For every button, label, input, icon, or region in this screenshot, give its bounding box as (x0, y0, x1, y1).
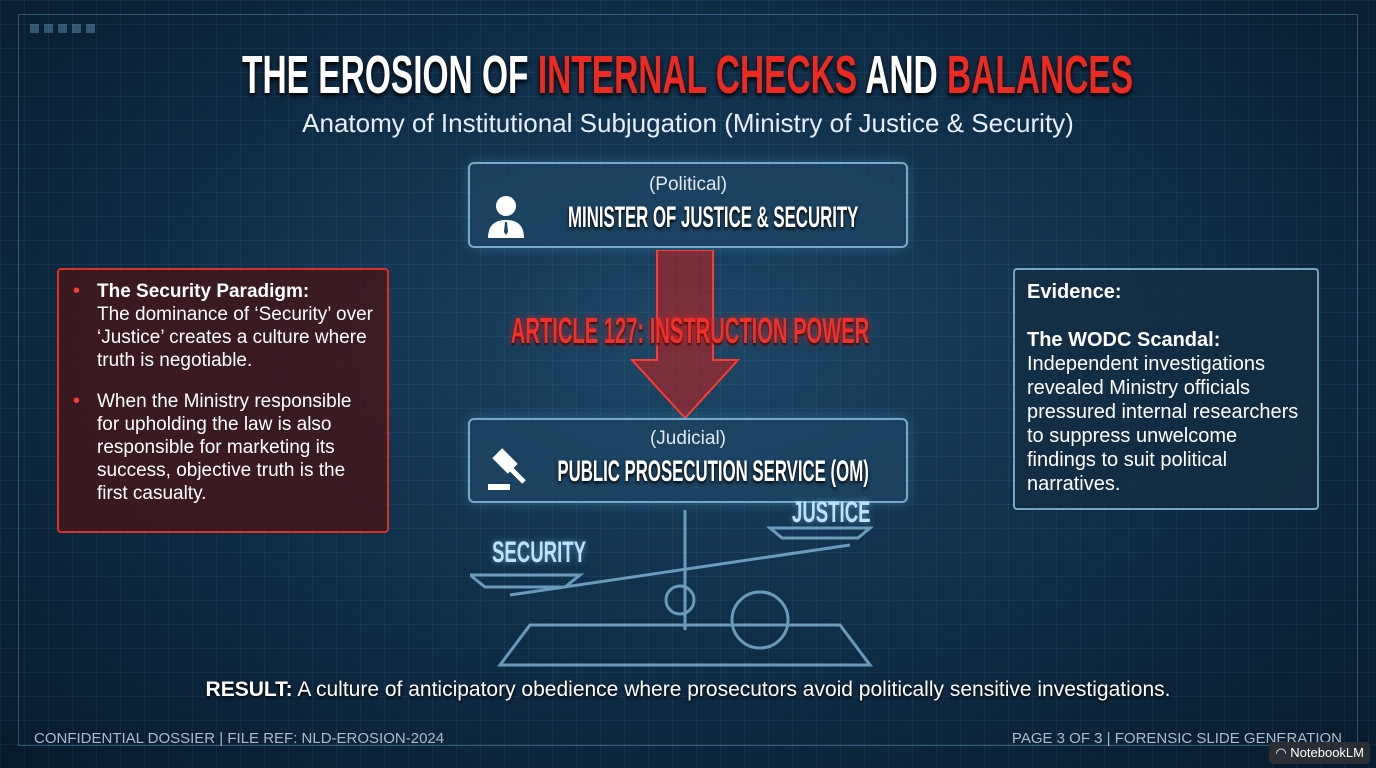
node-subtitle: (Judicial) (649, 428, 727, 449)
title-highlight: BALANCES (947, 45, 1134, 105)
result-label: RESULT: (205, 678, 293, 701)
title-highlight: INTERNAL CHECKS (538, 45, 858, 105)
evidence-heading: The WODC Scandal: (1027, 329, 1221, 351)
bullet-heading: The Security Paradigm: (97, 281, 310, 302)
node-subtitle: (Political) (648, 174, 728, 195)
security-label: SECURITY (492, 536, 587, 569)
down-arrow-icon (630, 250, 740, 420)
title-part: THE EROSION OF (242, 45, 539, 105)
slide-title: THE EROSION OF INTERNAL CHECKS AND BALAN… (0, 44, 1376, 106)
footer-right: PAGE 3 OF 3 | FORENSIC SLIDE GENERATION (1011, 730, 1342, 747)
bullet-item: The Security Paradigm:The dominance of ‘… (73, 280, 373, 372)
evidence-panel: Evidence: The WODC Scandal: Independent … (1013, 268, 1319, 510)
bullet-item: When the Ministry responsible for uphold… (73, 390, 373, 505)
result-statement: RESULT: A culture of anticipatory obedie… (0, 678, 1376, 702)
title-part: AND (857, 45, 948, 105)
decorative-squares (30, 24, 95, 33)
badge-label: NotebookLM (1290, 745, 1364, 760)
evidence-text: Independent investigations revealed Mini… (1027, 353, 1299, 495)
slide-subtitle: Anatomy of Institutional Subjugation (Mi… (302, 108, 1074, 138)
footer-left: CONFIDENTIAL DOSSIER | FILE REF: NLD-ERO… (34, 730, 445, 747)
bullet-text: When the Ministry responsible for uphold… (97, 391, 352, 504)
gavel-icon (488, 448, 526, 490)
bullet-text: The dominance of ‘Security’ over ‘Justic… (97, 304, 373, 371)
security-paradigm-panel: The Security Paradigm:The dominance of ‘… (57, 268, 389, 533)
node-title: PUBLIC PROSECUTION SERVICE (OM) (557, 455, 869, 488)
prosecution-node: (Judicial) PUBLIC PROSECUTION SERVICE (O… (468, 418, 908, 503)
notebooklm-badge: ◠ NotebookLM (1269, 742, 1370, 764)
justice-label: JUSTICE (792, 496, 871, 529)
minister-node: (Political) MINISTER OF JUSTICE & SECURI… (468, 162, 908, 248)
node-title: MINISTER OF JUSTICE & SECURITY (567, 201, 859, 234)
result-text: A culture of anticipatory obedience wher… (292, 678, 1171, 701)
scale-illustration (470, 510, 875, 667)
person-icon (488, 196, 524, 238)
article-127-label: ARTICLE 127: INSTRUCTION POWER (510, 310, 870, 351)
slide-frame (18, 14, 1358, 746)
evidence-label: Evidence: (1027, 281, 1122, 303)
